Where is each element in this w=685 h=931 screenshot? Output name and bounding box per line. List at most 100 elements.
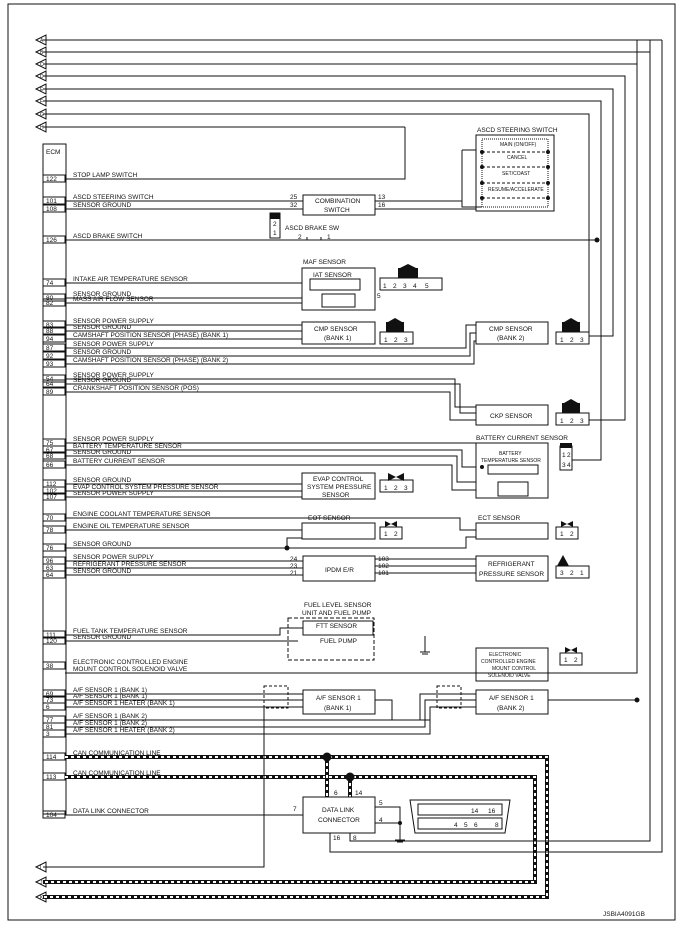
ascd-steering-inner: [481, 138, 549, 208]
ecm-row-label: SENSOR POWER SUPPLY: [73, 436, 154, 443]
brake-conn-pin2: 2: [273, 221, 277, 228]
ecm-row-label: CRANKSHAFT POSITION SENSOR (POS): [73, 385, 199, 392]
mount-conn-1: 1: [564, 657, 568, 664]
dlc-title-2: CONNECTOR: [318, 817, 360, 824]
ecm-row-label: CAN COMMUNICATION LINE: [73, 770, 161, 777]
ecm-row-label: A/F SENSOR 1 HEATER (BANK 1): [73, 700, 175, 707]
cmp2-title-1: CMP SENSOR: [489, 326, 533, 333]
ect-box: [475, 522, 549, 540]
evap-box: [301, 472, 376, 500]
ecm-row-label: BATTERY CURRENT SENSOR: [73, 458, 165, 465]
af-sensor-bank2: A/F SENSOR 1 (BANK 2): [436, 685, 549, 715]
ecm-row-label: EVAP CONTROL SYSTEM PRESSURE SENSOR: [73, 484, 219, 491]
ecm-label: ECM: [46, 149, 60, 156]
ecm-row-label: SENSOR GROUND: [73, 291, 131, 298]
ecm-pin-number: 74: [46, 280, 54, 287]
svg-text:C: C: [40, 62, 44, 68]
ecm-pin-number: 67: [46, 447, 54, 454]
ftt-title: FTT SENSOR: [316, 623, 357, 630]
maf-box: [301, 267, 376, 311]
cmp2-title-2: (BANK 2): [497, 335, 524, 342]
af1-box: [302, 689, 376, 715]
dlc-face-5: 5: [464, 822, 468, 829]
ecm-row-label: SENSOR GROUND: [73, 202, 131, 209]
ecm-pin-number: 78: [46, 527, 54, 534]
ecm-row-label: ENGINE COOLANT TEMPERATURE SENSOR: [73, 511, 211, 518]
ecm-pin-number: 76: [46, 545, 54, 552]
cmp1-connector: 1 2 3: [379, 318, 414, 345]
ecm-pin-number: 68: [46, 453, 54, 460]
pump-title: FUEL PUMP: [320, 638, 357, 645]
mount-solenoid: ELECTRONIC CONTROLLED ENGINE MOUNT CONTR…: [475, 647, 583, 682]
ecm-pin-number: 102: [46, 488, 57, 495]
switch-set-label: SET/COAST: [502, 171, 530, 177]
mount-connector: 1 2: [559, 647, 583, 666]
af-sensor-bank1: A/F SENSOR 1 (BANK 1): [263, 685, 376, 715]
dlc-face-4: 4: [454, 822, 458, 829]
ecm-row-label: SENSOR GROUND: [73, 377, 131, 384]
eot-conn-2: 2: [394, 531, 398, 538]
svg-text:H: H: [40, 125, 44, 131]
ipdm-er: IPDM E/R 24 23 21 103 102 101: [290, 555, 476, 582]
maf-pin5: 5: [377, 293, 381, 300]
ecm-row-label: SENSOR GROUND: [73, 634, 131, 641]
ecm-row-label: SENSOR GROUND: [73, 449, 131, 456]
brake-pin1: 1: [327, 234, 331, 241]
cmp1-box: [301, 321, 376, 345]
ecm-row-label: SENSOR GROUND: [73, 349, 131, 356]
ecm-box: [42, 143, 67, 815]
ecm-row-label: SENSOR POWER SUPPLY: [73, 341, 154, 348]
ecm-row-label: A/F SENSOR 1 (BANK 1): [73, 693, 147, 700]
cmp-sensor-bank2: CMP SENSOR (BANK 2) 1 2 3: [475, 318, 590, 345]
ecm-pin-number: 83: [46, 322, 54, 329]
ecm-row-label: SENSOR POWER SUPPLY: [73, 554, 154, 561]
cmp1-conn-3: 3: [404, 337, 408, 344]
iat-element: [309, 278, 361, 291]
pin-32: 32: [290, 202, 298, 209]
af1-title-2: (BANK 1): [324, 705, 351, 712]
eot-box: [301, 522, 376, 540]
dlc-pin7: 7: [293, 806, 297, 813]
maf-conn-2: 2: [393, 283, 397, 290]
af2-title-1: A/F SENSOR 1: [489, 695, 534, 702]
dlc-pin5: 5: [379, 800, 383, 807]
mount-title-2: CONTROLLED ENGINE: [481, 659, 536, 665]
evap-conn-2: 2: [394, 485, 398, 492]
battery-temp-1: BATTERY: [499, 451, 522, 457]
ecm-row-label: REFRIGERANT PRESSURE SENSOR: [73, 561, 187, 568]
wires: [43, 40, 663, 868]
cmp1-title-2: (BANK 1): [324, 335, 351, 342]
fuel-title-2: UNIT AND FUEL PUMP: [302, 610, 371, 617]
ecm-pin-number: 6: [46, 704, 50, 711]
ecm-pin-number: 113: [46, 774, 57, 781]
brake-pin2: 2: [298, 234, 302, 241]
evap-title-3: SENSOR: [322, 492, 350, 499]
ecm-pin-number: 64: [46, 572, 54, 579]
diagram-frame: [7, 3, 676, 921]
ecm-pin-number: 73: [46, 697, 54, 704]
ecm-row-label: SENSOR POWER SUPPLY: [73, 372, 154, 379]
svg-text:G: G: [40, 112, 44, 118]
battery-temp-2: TEMPERATURE SENSOR: [481, 458, 541, 464]
ckp-conn-1: 1: [560, 418, 564, 425]
refrigerant-title-1: REFRIGERANT: [488, 561, 535, 568]
dlc-pin6: 6: [334, 790, 338, 797]
mount-title-4: SOLENOID VALVE: [488, 673, 531, 679]
combination-title-1: COMBINATION: [315, 198, 361, 205]
ecm-pin-number: 64: [46, 381, 54, 388]
eot-sensor: EOT SENSOR 1 2: [301, 515, 403, 540]
af1-title-1: A/F SENSOR 1: [316, 695, 361, 702]
eot-connector: 1 2: [379, 521, 403, 540]
ecm-row-label: SENSOR POWER SUPPLY: [73, 318, 154, 325]
maf-sensor: MAF SENSOR IAT SENSOR 5 1 2 3 4 5: [301, 259, 443, 311]
cmp2-conn-1: 1: [560, 337, 564, 344]
ecm-pin-number: 82: [46, 300, 54, 307]
maf-title: MAF SENSOR: [303, 259, 346, 266]
refrigerant-box: [475, 555, 549, 582]
